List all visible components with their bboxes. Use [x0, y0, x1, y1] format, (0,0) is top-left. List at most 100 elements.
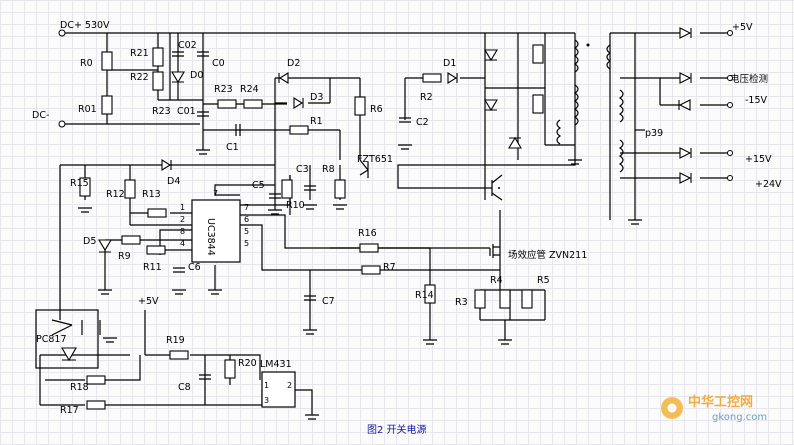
label-c7: C7 — [322, 296, 335, 307]
label-r10: R10 — [286, 200, 305, 211]
resistor-r5 — [521, 289, 533, 309]
label-c0: C0 — [212, 58, 225, 69]
resistor-r10 — [281, 179, 293, 199]
resistor-r14 — [424, 284, 436, 304]
pin-lm-left-1: 1 — [264, 381, 269, 390]
watermark-main: 中华工控网 — [688, 394, 753, 410]
pin-ic-right-1: 7 — [244, 203, 249, 212]
fzt651-transistor-symbol — [359, 159, 369, 178]
label-r18: R18 — [70, 382, 89, 393]
label-fzt651: FZT651 — [357, 154, 393, 165]
resistor-r11 — [146, 245, 166, 255]
label-r2: R2 — [420, 92, 433, 103]
resistor-r18 — [86, 375, 106, 385]
diode-d2 — [278, 72, 289, 84]
resistor-r16 — [359, 243, 379, 253]
diode-bodies — [98, 27, 692, 253]
pin-lm-left-2: 3 — [264, 396, 269, 405]
pin-ic-left-2: 2 — [180, 215, 185, 224]
capacitor-c1 — [235, 124, 241, 136]
pin-ic-right-3: 5 — [244, 227, 249, 236]
label-d2: D2 — [287, 58, 300, 69]
pin-ic-right-2: 6 — [244, 215, 249, 224]
label-r16: R16 — [358, 228, 377, 239]
resistor-r1 — [289, 125, 309, 135]
diode-out-24v — [679, 172, 692, 184]
label-c8: C8 — [178, 382, 191, 393]
resistor-r6 — [354, 96, 366, 116]
resistor-r21 — [152, 47, 164, 67]
capacitor-c8 — [199, 374, 211, 380]
label-out-5v: +5V — [732, 22, 753, 33]
capacitor-c5 — [269, 193, 281, 199]
label-r23b: R23 — [214, 84, 233, 95]
label-uc3844: UC3844 — [205, 218, 216, 256]
mosfet-zvn211-symbol — [489, 244, 500, 258]
label-r6: R6 — [370, 104, 383, 115]
diode-d0 — [171, 71, 185, 84]
uc3844-chip — [191, 199, 241, 263]
label-r21: R21 — [130, 48, 149, 59]
diode-d3 — [293, 97, 304, 109]
label-lm431: LM431 — [260, 359, 292, 370]
resistor-r01 — [101, 95, 113, 115]
label-r7: R7 — [383, 262, 396, 273]
bipolar-transistor-symbol — [485, 174, 503, 201]
label-r11: R11 — [143, 262, 162, 273]
label-d5: D5 — [83, 236, 96, 247]
label-c2: C2 — [416, 117, 429, 128]
pc817-box — [35, 309, 99, 369]
label-out-m15v: -15V — [745, 95, 768, 106]
resistor-r3 — [474, 289, 486, 309]
watermark-url: gkong.com — [712, 412, 767, 423]
resistor-r23b — [217, 99, 237, 109]
pc817-phototransistor — [51, 319, 83, 336]
labels: DC+ 530V DC- R0 R01 R21 R22 R23 R23 R24 … — [32, 20, 782, 436]
resistor-r8 — [334, 179, 346, 199]
resistor-r13 — [147, 208, 167, 218]
resistor-r4 — [499, 289, 511, 309]
output-terminals — [727, 30, 733, 181]
label-p39: p39 — [645, 128, 663, 139]
label-r23a: R23 — [152, 106, 171, 117]
label-r12: R12 — [106, 189, 125, 200]
pin-ic-left-4: 4 — [180, 239, 185, 248]
label-r1: R1 — [310, 116, 323, 127]
diode-snubber-mid — [484, 99, 498, 112]
diode-out-detect — [679, 72, 692, 84]
capacitor-c01 — [197, 111, 209, 117]
capacitor-c3 — [304, 185, 316, 191]
label-out-voltage-detect: 电压检测 — [730, 73, 768, 85]
label-r24: R24 — [240, 84, 259, 95]
resistor-snubber-top — [532, 44, 544, 64]
resistor-r19 — [169, 350, 189, 360]
gkong-watermark: 中华工控网 gkong.com — [661, 394, 767, 423]
transformer-windings — [556, 39, 624, 173]
label-supply-5v: +5V — [138, 296, 159, 307]
label-c02: C02 — [178, 40, 197, 51]
pin-ic-top: 7 — [213, 189, 218, 198]
label-c6: C6 — [188, 262, 201, 273]
diode-d5 — [98, 239, 112, 253]
label-r8: R8 — [322, 164, 335, 175]
label-r22: R22 — [130, 72, 149, 83]
diode-d1 — [447, 72, 458, 84]
figure-caption: 图2 开关电源 — [367, 423, 427, 436]
resistor-r9 — [121, 235, 141, 245]
resistor-r22 — [152, 71, 164, 91]
label-c3: C3 — [296, 164, 309, 175]
label-r15: R15 — [70, 178, 89, 189]
label-mosfet: 场效应管 ZVN211 — [508, 249, 587, 261]
resistor-snubber-mid — [532, 94, 544, 114]
resistor-r0 — [101, 51, 113, 71]
diode-snubber-bottom — [508, 136, 522, 149]
resistor-r17 — [86, 400, 106, 410]
label-r13: R13 — [142, 189, 161, 200]
capacitor-c2 — [399, 117, 411, 123]
capacitor-c0 — [197, 51, 209, 57]
resistor-r7 — [361, 265, 381, 275]
lm431-chip — [261, 371, 296, 408]
capacitor-c6 — [173, 267, 185, 273]
diode-out-5v — [679, 27, 692, 39]
